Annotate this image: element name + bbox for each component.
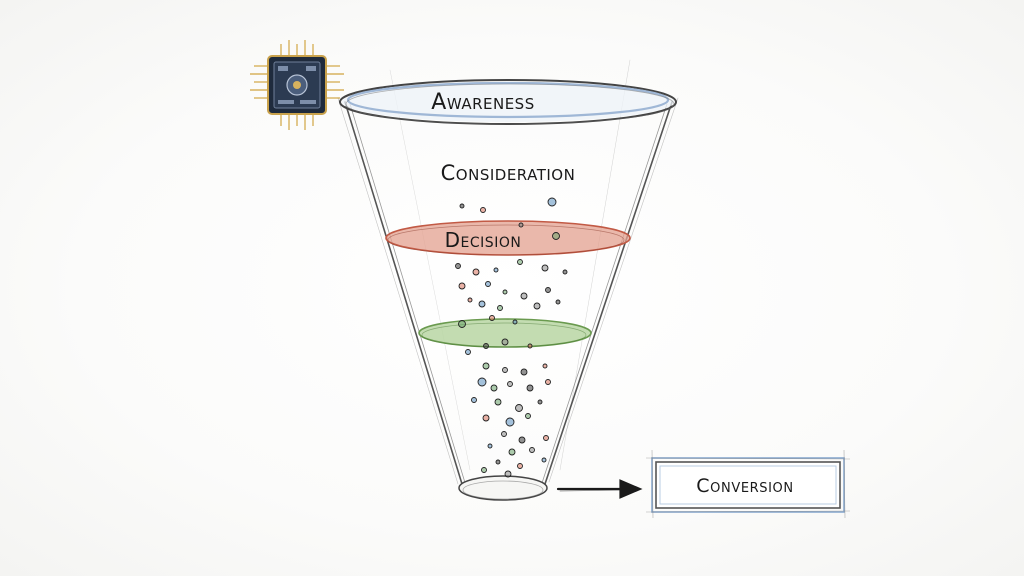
particle	[541, 264, 549, 272]
particle	[465, 349, 471, 355]
particle	[542, 363, 548, 369]
particle	[520, 368, 528, 376]
conversion-box	[645, 449, 851, 519]
conversion-label: Conversion	[696, 475, 793, 497]
decision-band	[385, 220, 631, 256]
particle	[541, 457, 547, 463]
particle	[537, 399, 543, 405]
particle	[495, 459, 501, 465]
particle	[471, 397, 477, 403]
particle	[458, 320, 466, 328]
funnel-bottom-opening	[458, 475, 548, 501]
particle	[527, 343, 533, 349]
particle	[517, 463, 523, 469]
particle	[497, 305, 503, 311]
particle	[518, 222, 524, 228]
particle	[545, 379, 551, 385]
particle	[467, 297, 473, 303]
microchip-icon	[250, 40, 344, 130]
lead-particles	[455, 197, 568, 478]
particle	[481, 467, 487, 473]
stage-label-awareness: Awareness	[431, 90, 534, 115]
particle	[485, 281, 491, 287]
particle	[487, 443, 493, 449]
awareness-rim	[339, 79, 677, 125]
particle	[477, 377, 487, 387]
particle	[507, 381, 513, 387]
particle	[512, 319, 518, 325]
particle	[547, 197, 557, 207]
funnel-body	[337, 59, 679, 487]
particle	[490, 384, 498, 392]
particle	[502, 289, 508, 295]
arrow-right-icon	[556, 479, 643, 499]
particle	[494, 398, 502, 406]
particle	[529, 447, 535, 453]
particle	[489, 315, 495, 321]
particle	[533, 302, 541, 310]
particle	[472, 268, 480, 276]
stage-label-decision: Decision	[445, 228, 522, 252]
particle	[502, 367, 508, 373]
particle	[555, 299, 561, 305]
particle	[518, 436, 526, 444]
particle	[480, 207, 486, 213]
stage-label-consideration: Consideration	[441, 161, 576, 185]
particle	[515, 404, 523, 412]
particle	[455, 263, 461, 269]
particle	[482, 414, 490, 422]
particle	[505, 417, 515, 427]
particle	[501, 338, 509, 346]
particle	[517, 259, 523, 265]
particle	[545, 287, 551, 293]
particle	[483, 343, 489, 349]
particle	[482, 362, 490, 370]
particle	[501, 431, 507, 437]
particle	[493, 267, 499, 273]
particle	[478, 300, 486, 308]
particle	[508, 448, 516, 456]
particle	[525, 413, 531, 419]
particle	[526, 384, 534, 392]
particle	[562, 269, 568, 275]
particle	[552, 232, 560, 240]
particle	[458, 282, 466, 290]
particle	[520, 292, 528, 300]
particle	[543, 435, 549, 441]
particle	[504, 470, 512, 478]
particle	[459, 203, 465, 209]
